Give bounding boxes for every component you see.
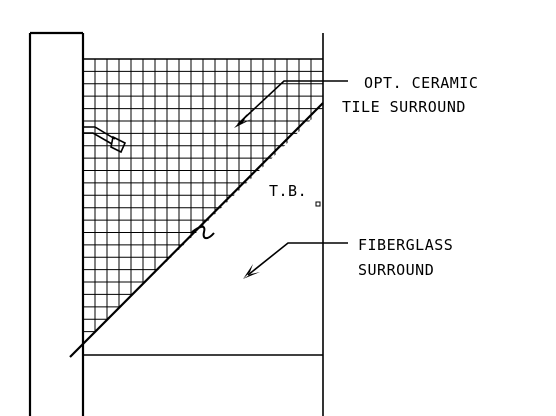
fiberglass-label-line1: FIBERGLASS <box>358 236 453 254</box>
tub-marker <box>315 201 321 207</box>
tub-note-label: T.B. <box>269 182 307 200</box>
break-line-symbol <box>191 225 215 240</box>
leader-arrow-fiberglass <box>243 242 348 279</box>
tile-label-line2: TILE SURROUND <box>342 98 466 116</box>
fiberglass-label-line2: SURROUND <box>358 261 434 279</box>
leader-arrow-tile <box>234 80 348 128</box>
wall-outline <box>28 31 324 416</box>
ceramic-tile-grid <box>83 59 323 344</box>
shower-head-icon <box>84 126 127 154</box>
tile-label-line1: OPT. CERAMIC <box>364 74 478 92</box>
